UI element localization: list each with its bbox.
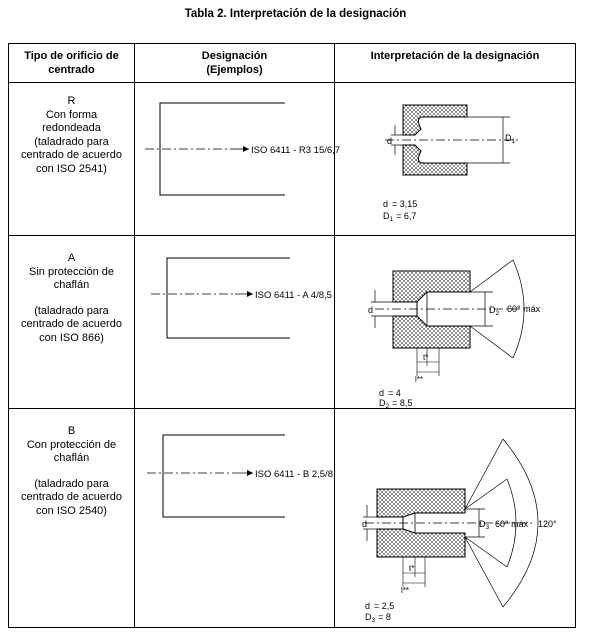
workpiece-outline xyxy=(162,434,285,518)
type-note-line: con ISO 866) xyxy=(39,331,104,344)
designation-text: ISO 6411 - R3 15/6,7 xyxy=(251,145,340,156)
table-row: A Sin protección de chaflán (taladrado p… xyxy=(8,235,576,410)
header-designation-line1: Designación xyxy=(201,50,268,62)
type-desc-line: chaflán xyxy=(53,279,90,291)
section-upper xyxy=(392,270,471,303)
designation-drawing-b: ISO 6411 - B 2,5/8 xyxy=(147,434,333,518)
type-note-line: (taladrado para xyxy=(34,477,109,490)
type-desc-line: redondeada xyxy=(42,122,101,134)
designation-text: ISO 6411 - A 4/8,5 xyxy=(255,290,332,301)
dim-d-label: d xyxy=(368,305,373,315)
type-note-line: centrado de acuerdo xyxy=(21,149,122,161)
type-desc-line: Con protección de xyxy=(26,438,117,451)
type-letter: A xyxy=(67,252,76,264)
type-cell-a: A Sin protección de chaflán (taladrado p… xyxy=(8,235,135,409)
angle-arc-outer xyxy=(502,438,539,608)
designation-text: ISO 6411 - B 2,5/8 xyxy=(255,469,333,480)
interpretation-cell-a: d D2 60° máx t* l** d= 4 D2= 8,5 xyxy=(334,235,576,410)
leader-arrow-icon xyxy=(247,291,253,297)
header-type-line2: centrado xyxy=(48,64,95,76)
angle-arc xyxy=(512,259,525,359)
leader-arrow-icon xyxy=(243,146,249,152)
table-row: R Con forma redondeada (taladrado para c… xyxy=(8,82,576,236)
type-note-line: con ISO 2541) xyxy=(36,162,107,175)
designation-drawing-a: ISO 6411 - A 4/8,5 xyxy=(151,257,332,339)
interpretation-drawing-a: d D2 60° máx t* l** d= 4 D2= 8,5 xyxy=(368,259,541,410)
t-label: t* xyxy=(409,564,414,573)
dim-D-label: D1 xyxy=(505,133,516,145)
type-desc-line: chaflán xyxy=(53,452,90,464)
type-note-line: con ISO 2540) xyxy=(36,504,107,517)
t-label: t* xyxy=(423,353,428,362)
table-row: B Con protección de chaflán (taladrado p… xyxy=(8,408,576,628)
value-d: d= 3,15 xyxy=(383,199,417,209)
leader-arrow-icon xyxy=(247,470,253,476)
angle-arc xyxy=(506,478,517,568)
angle-label: 60° máx xyxy=(495,519,529,529)
angle-label: 60° máx xyxy=(507,304,541,314)
interpretation-drawing-b: d D3 60° máx 120° t* l** d= 2,5 D3= 8 xyxy=(362,438,557,624)
section-lower xyxy=(402,144,468,176)
type-desc-line: Con forma xyxy=(45,108,98,121)
workpiece-outline xyxy=(166,257,290,339)
section-upper xyxy=(376,488,466,518)
header-designation: Designación (Ejemplos) xyxy=(134,43,335,83)
type-note-line: (taladrado para xyxy=(34,304,109,317)
section-lower xyxy=(376,528,466,558)
dim-D-label: D3 xyxy=(479,519,490,531)
header-type: Tipo de orificio de centrado xyxy=(8,43,135,83)
designation-cell-b: ISO 6411 - B 2,5/8 xyxy=(134,408,335,628)
table-header-row: Tipo de orificio de centrado Designación… xyxy=(8,43,576,83)
designation-table: Tipo de orificio de centrado Designación… xyxy=(8,43,576,628)
interpretation-cell-b: d D3 60° máx 120° t* l** d= 2,5 D3= 8 xyxy=(334,408,576,628)
l-label: l** xyxy=(401,586,409,595)
workpiece-outline xyxy=(159,102,285,196)
type-letter: B xyxy=(67,425,76,437)
designation-drawing-r: ISO 6411 - R3 15/6,7 xyxy=(145,102,340,196)
type-cell-b: B Con protección de chaflán (taladrado p… xyxy=(8,408,135,628)
l-label: l** xyxy=(415,375,423,384)
header-interpretation-text: Interpretación de la designación xyxy=(370,50,540,62)
type-note-line: centrado de acuerdo xyxy=(21,318,122,330)
section-lower xyxy=(392,315,471,349)
value-D: D3= 8 xyxy=(365,612,391,624)
header-type-line1: Tipo de orificio de xyxy=(24,50,119,62)
designation-cell-r: ISO 6411 - R3 15/6,7 xyxy=(134,82,340,236)
type-cell-r: R Con forma redondeada (taladrado para c… xyxy=(8,82,135,236)
table-title: Tabla 2. Interpretación de la designació… xyxy=(184,8,407,20)
dim-d-label: d xyxy=(387,136,392,146)
interpretation-cell-r: d D1 d= 3,15 D1= 6,7 xyxy=(334,82,576,236)
value-D: D1= 6,7 xyxy=(383,211,416,223)
dim-d-label: d xyxy=(362,519,367,529)
header-designation-line2: (Ejemplos) xyxy=(206,64,263,76)
type-note-line: (taladrado para xyxy=(34,135,109,148)
section-upper xyxy=(402,104,468,136)
value-D: D2= 8,5 xyxy=(379,398,412,410)
type-desc-line: Sin protección de xyxy=(29,265,114,278)
header-interpretation: Interpretación de la designación xyxy=(334,43,576,83)
type-letter: R xyxy=(67,95,76,107)
designation-cell-a: ISO 6411 - A 4/8,5 xyxy=(134,235,335,409)
value-d: d= 4 xyxy=(379,388,401,398)
dim-D-label: D2 xyxy=(489,305,500,317)
angle-label-outer: 120° xyxy=(538,519,557,529)
type-note-line: centrado de acuerdo xyxy=(21,491,122,503)
interpretation-drawing-r: d D1 d= 3,15 D1= 6,7 xyxy=(383,104,520,223)
value-d: d= 2,5 xyxy=(365,601,394,611)
